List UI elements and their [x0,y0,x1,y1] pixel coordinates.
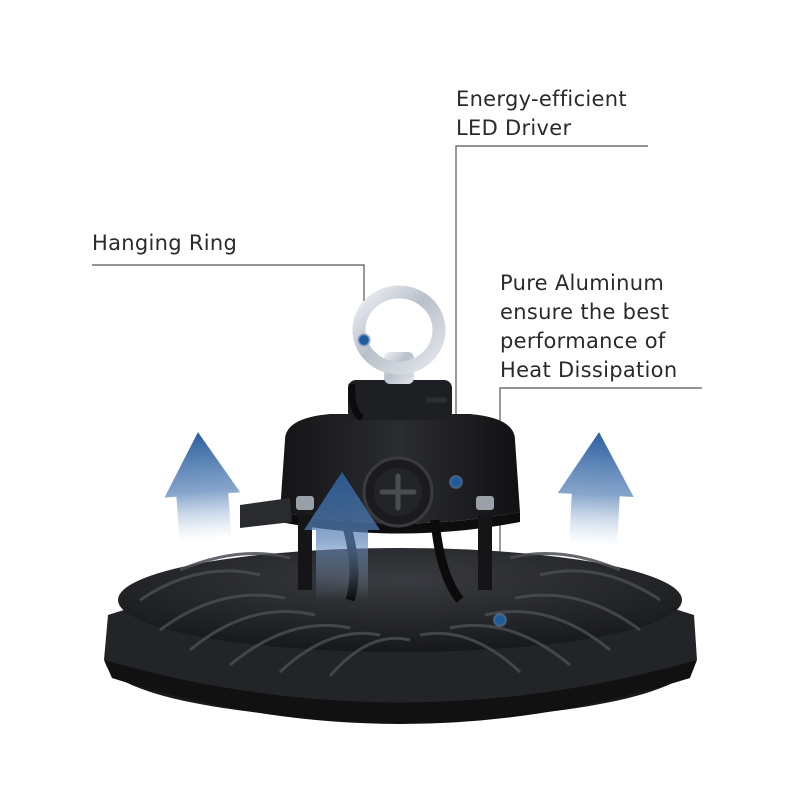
hanging-ring-icon [352,285,446,384]
heat-flow-arrow-right [557,432,634,547]
aluminum-callout-label: Pure Aluminum ensure the best performanc… [500,269,677,385]
aluminum-leader-line [499,387,702,620]
aluminum-callout-line-3: performance of [500,329,666,353]
ring-callout-dot [357,333,371,347]
fixture-shade [104,548,697,724]
heat-flow-arrow-left [164,432,241,542]
driver-callout-dot [449,475,463,489]
callout-dots [357,333,507,627]
ring-leader-line [92,264,365,340]
ring-callout-text: Hanging Ring [92,231,238,255]
driver-callout-line-2: LED Driver [456,116,572,140]
ring-callout-label: Hanging Ring [92,229,237,258]
driver-leader-line [455,145,648,482]
heat-flow-arrow-center [304,472,380,600]
aluminum-callout-line-2: ensure the best [500,300,670,324]
driver-callout-line-1: Energy-efficient [456,87,627,111]
aluminum-callout-line-4: Heat Dissipation [500,358,678,382]
aluminum-callout-line-1: Pure Aluminum [500,271,665,295]
heat-sink-fins [139,552,661,677]
aluminum-callout-dot [493,613,507,627]
driver-callout-label: Energy-efficient LED Driver [456,85,627,143]
